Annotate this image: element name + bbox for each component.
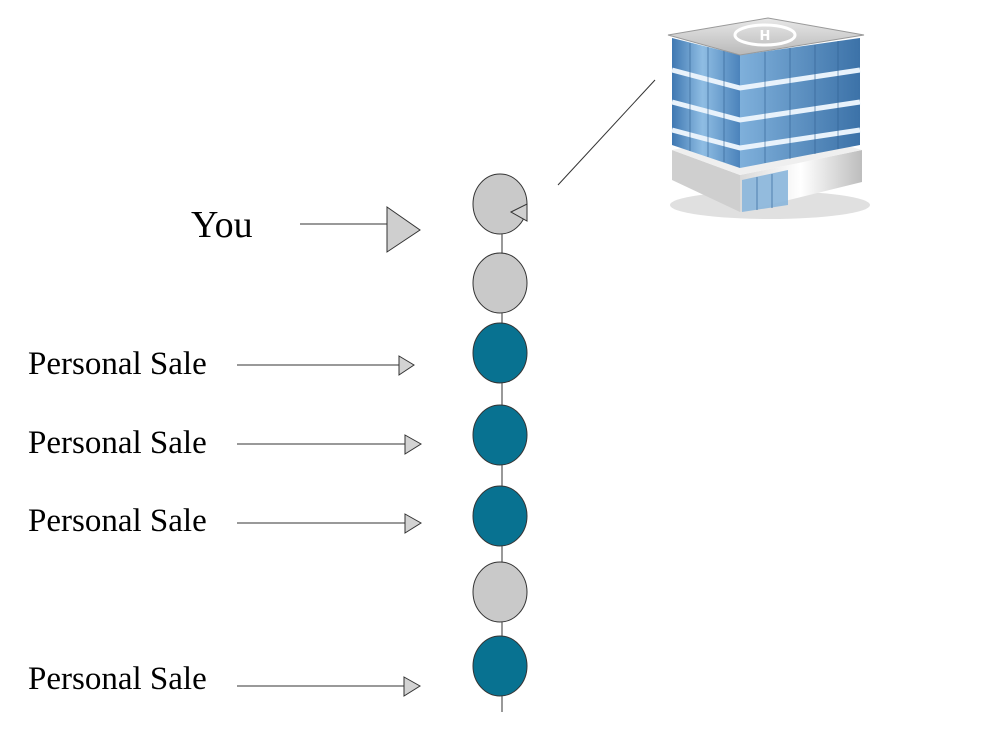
- inactive-node: [472, 173, 528, 235]
- inactive-node: [472, 561, 528, 623]
- sale-node: [472, 404, 528, 466]
- sale-arrow: [237, 513, 422, 534]
- company-connector-line: [557, 79, 656, 186]
- sale-node: [472, 635, 528, 697]
- you-label: You: [191, 204, 253, 246]
- sale-arrow: [237, 676, 421, 697]
- personal-sale-label: Personal Sale: [28, 346, 207, 382]
- sale-arrow: [237, 434, 422, 455]
- inactive-node: [472, 252, 528, 314]
- svg-text:H: H: [760, 29, 771, 44]
- sale-arrow: [237, 355, 415, 376]
- return-arrowhead-icon: [509, 203, 528, 222]
- sale-node: [472, 322, 528, 384]
- personal-sale-label: Personal Sale: [28, 661, 207, 697]
- personal-sale-label: Personal Sale: [28, 503, 207, 539]
- office-building-icon: H: [667, 17, 870, 219]
- node-chain: [472, 173, 528, 697]
- sale-node: [472, 485, 528, 547]
- personal-sale-label: Personal Sale: [28, 425, 207, 461]
- you-arrow: [300, 206, 421, 253]
